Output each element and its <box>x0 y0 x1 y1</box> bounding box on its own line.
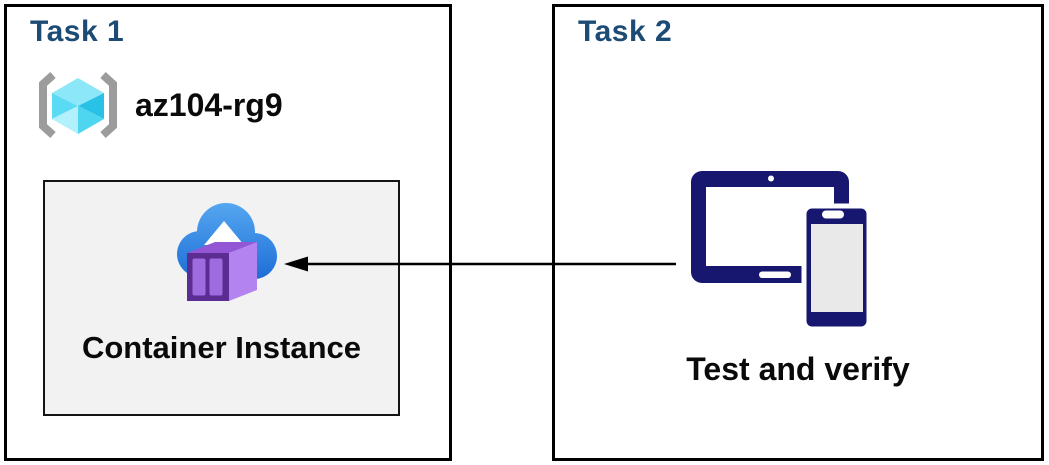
resource-group-icon <box>39 72 117 138</box>
container-instance-box: Container Instance <box>43 180 400 416</box>
task1-box: Task 1 az104-rg9 <box>4 4 452 461</box>
task2-title: Task 2 <box>578 15 673 48</box>
task1-title: Task 1 <box>30 15 125 48</box>
resource-group-name: az104-rg9 <box>135 86 283 123</box>
task2-box: Task 2 Test and verify <box>552 4 1044 461</box>
tablet-and-phone-icon <box>691 171 872 332</box>
test-and-verify-label: Test and verify <box>686 351 910 387</box>
resource-group-row: az104-rg9 <box>38 71 283 139</box>
container-instance-label: Container Instance <box>81 330 362 365</box>
container-instance-upload-icon <box>177 203 277 301</box>
